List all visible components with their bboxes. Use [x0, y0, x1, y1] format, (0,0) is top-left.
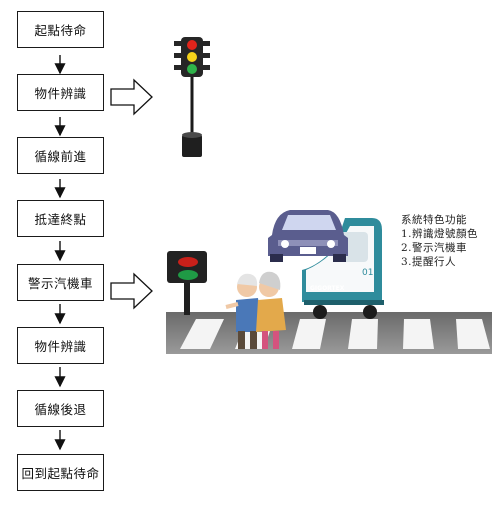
hollow-arrow-to-crosswalk — [110, 272, 153, 310]
robot-number-label: 01 — [362, 268, 374, 278]
flow-step-label: 抵達終點 — [34, 212, 87, 227]
flow-step-label: 物件辨識 — [34, 86, 87, 101]
flow-step-4: 抵達終點 — [17, 200, 104, 237]
flow-step-1: 起點待命 — [17, 11, 104, 48]
feature-item: 2.警示汽機車 — [401, 242, 468, 254]
crosswalk-road — [166, 312, 492, 354]
flow-step-label: 警示汽機車 — [27, 276, 93, 291]
flow-step-label: 起點待命 — [34, 23, 87, 38]
feature-item: 3.提醒行人 — [401, 256, 457, 268]
flow-step-2: 物件辨識 — [17, 74, 104, 111]
hollow-arrow-to-traffic-light — [110, 78, 153, 116]
traffic-light-icon — [174, 37, 210, 157]
flow-step-label: 循線前進 — [34, 149, 87, 164]
flow-step-label: 循線後退 — [34, 402, 87, 417]
flow-step-8: 回到起點待命 — [17, 454, 104, 491]
flow-step-label: 物件辨識 — [34, 339, 87, 354]
flow-step-7: 循線後退 — [17, 390, 104, 427]
flow-step-3: 循線前進 — [17, 137, 104, 174]
feature-item: 1.辨識燈號顏色 — [401, 228, 479, 240]
car-icon — [268, 210, 348, 262]
flow-step-6: 物件辨識 — [17, 327, 104, 364]
elderly-pedestrians-icon — [225, 271, 286, 349]
flow-step-label: 回到起點待命 — [21, 466, 100, 481]
feature-title: 系統特色功能 — [401, 214, 467, 226]
pedestrian-signal-icon — [167, 251, 207, 315]
flow-step-5: 警示汽機車 — [17, 264, 104, 301]
robot-model-label: GIGORTEX — [310, 285, 345, 292]
